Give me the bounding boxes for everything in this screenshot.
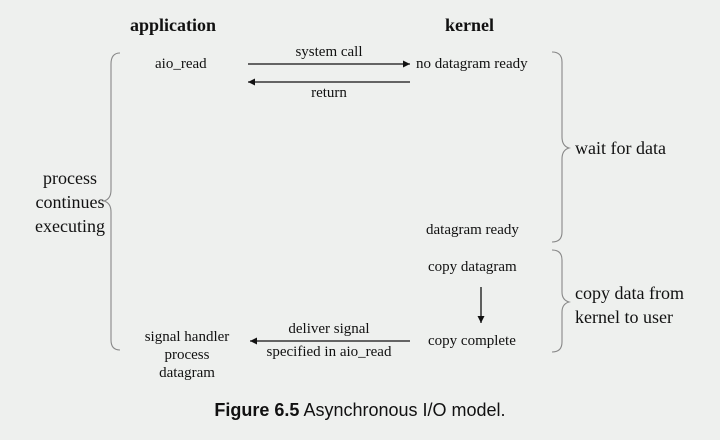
- copy-data-label: copy data from kernel to user: [575, 283, 684, 327]
- return-label: return: [311, 85, 347, 101]
- copy-brace: [551, 249, 571, 353]
- figure-caption: Figure 6.5 Asynchronous I/O model.: [0, 400, 720, 421]
- kernel-header: kernel: [445, 15, 494, 35]
- specified-in-aio-read-label: specified in aio_read: [266, 344, 392, 360]
- aio-read-label: aio_read: [155, 56, 207, 72]
- system-call-label: system call: [295, 44, 363, 60]
- deliver-signal-label: deliver signal: [288, 321, 370, 337]
- figure-number: Figure 6.5: [214, 400, 300, 420]
- process-continues-label: process continues executing: [35, 168, 105, 236]
- wait-brace: [551, 51, 571, 243]
- no-datagram-ready-label: no datagram ready: [416, 56, 528, 72]
- signal-handler-label: signal handler process datagram: [144, 329, 230, 381]
- copy-complete-label: copy complete: [428, 333, 516, 349]
- figure-title: Asynchronous I/O model.: [299, 400, 506, 420]
- datagram-ready-label: datagram ready: [426, 222, 519, 238]
- application-header: application: [130, 15, 217, 35]
- left-brace: [102, 52, 121, 351]
- wait-for-data-label: wait for data: [575, 138, 666, 158]
- copy-datagram-label: copy datagram: [428, 259, 517, 275]
